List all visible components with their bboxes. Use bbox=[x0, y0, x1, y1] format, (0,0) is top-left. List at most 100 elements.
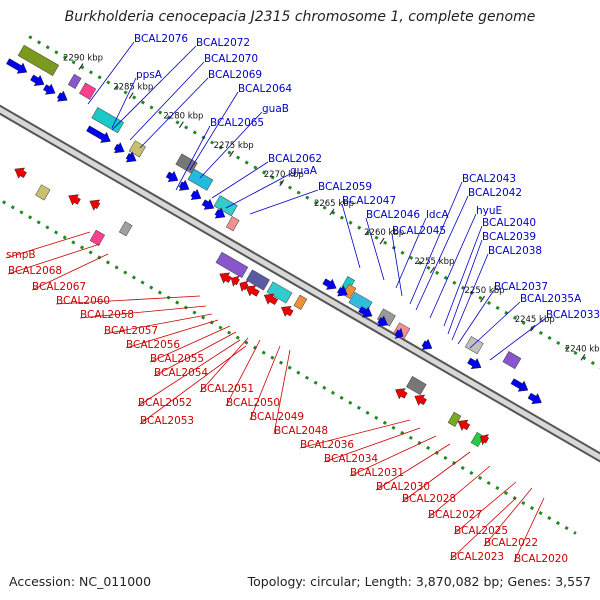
forward-gene-label: hyuE bbox=[476, 205, 502, 217]
label-leader-line bbox=[375, 443, 451, 491]
feature-block bbox=[447, 411, 462, 427]
reverse-gene-arrow bbox=[414, 394, 427, 406]
forward-gene-arrow bbox=[178, 179, 190, 191]
forward-gene-label: BCAL2076 bbox=[134, 33, 188, 45]
feature-block bbox=[175, 153, 198, 174]
tick-label: 2265 kbp bbox=[314, 199, 354, 209]
forward-gene-arrow bbox=[165, 170, 179, 182]
tick-mark bbox=[329, 208, 335, 216]
tick-mark bbox=[580, 353, 586, 361]
feature-block bbox=[128, 140, 146, 158]
forward-gene-arrow bbox=[394, 327, 404, 339]
forward-gene-label: BCAL2037 bbox=[494, 281, 548, 293]
reverse-gene-label: BCAL2052 bbox=[138, 397, 192, 409]
label-leader-line bbox=[5, 231, 91, 259]
forward-gene-arrow bbox=[86, 125, 111, 143]
feature-block bbox=[266, 281, 293, 304]
dotted-guide-line bbox=[28, 35, 600, 369]
tick-mark bbox=[78, 63, 84, 70]
label-leader-line bbox=[415, 195, 469, 311]
tick-mark bbox=[480, 295, 486, 303]
reverse-gene-label: BCAL2022 bbox=[484, 537, 538, 549]
tick-mark bbox=[379, 237, 385, 245]
chromosome-backbone bbox=[0, 104, 600, 463]
label-leader-line bbox=[349, 435, 437, 477]
reverse-gene-arrow bbox=[219, 272, 232, 284]
forward-gene-arrow bbox=[125, 151, 137, 163]
label-leader-line bbox=[365, 217, 385, 281]
label-leader-line bbox=[409, 181, 463, 305]
map-title: Burkholderia cenocepacia J2315 chromosom… bbox=[64, 9, 536, 25]
forward-gene-arrow bbox=[43, 83, 56, 95]
feature-block bbox=[502, 351, 522, 370]
label-leader-line bbox=[79, 305, 207, 319]
forward-gene-arrow bbox=[201, 198, 215, 210]
forward-gene-arrow bbox=[322, 278, 337, 290]
tick-label: 2255 kbp bbox=[414, 257, 454, 267]
label-leader-line bbox=[395, 217, 427, 289]
reverse-gene-label: BCAL2027 bbox=[428, 509, 482, 521]
reverse-gene-arrow bbox=[281, 305, 294, 318]
feature-block bbox=[348, 291, 373, 313]
feature-block bbox=[293, 294, 308, 310]
label-leader-line bbox=[401, 451, 471, 503]
label-leader-line bbox=[139, 77, 209, 149]
tick-label: 2280 kbp bbox=[163, 112, 203, 122]
topology-text: Topology: circular; Length: 3,870,082 bp… bbox=[247, 574, 591, 589]
label-leader-line bbox=[341, 203, 361, 269]
forward-gene-arrow bbox=[214, 207, 226, 219]
tick-label: 2275 kbp bbox=[214, 141, 254, 151]
tick-mark bbox=[178, 121, 184, 129]
label-leader-line bbox=[129, 61, 205, 141]
tick-mark bbox=[229, 150, 235, 158]
dotted-guides bbox=[0, 35, 600, 535]
forward-gene-arrow bbox=[113, 142, 125, 154]
feature-block bbox=[215, 251, 249, 278]
reverse-gene-label: BCAL2031 bbox=[350, 467, 404, 479]
tick-label: 2270 kbp bbox=[264, 170, 304, 180]
label-leader-line bbox=[87, 41, 135, 105]
label-leader-line bbox=[483, 487, 533, 547]
feature-block bbox=[225, 216, 240, 232]
label-leader-line bbox=[273, 349, 291, 435]
label-leader-line bbox=[513, 497, 545, 563]
feature-block bbox=[406, 376, 427, 396]
reverse-gene-arrow bbox=[457, 419, 471, 431]
forward-gene-label: BCAL2065 bbox=[210, 117, 264, 129]
feature-block bbox=[118, 221, 133, 237]
forward-gene-label: BCAL2047 bbox=[342, 195, 396, 207]
forward-gene-arrow bbox=[377, 315, 389, 327]
reverse-gene-arrow bbox=[239, 280, 249, 293]
reverse-gene-label: BCAL2050 bbox=[226, 397, 280, 409]
forward-gene-label: BCAL2072 bbox=[196, 37, 250, 49]
reverse-gene-label: BCAL2056 bbox=[126, 339, 180, 351]
accession-text: Accession: NC_011000 bbox=[9, 574, 152, 589]
forward-gene-arrow bbox=[30, 74, 45, 86]
label-leader-line bbox=[225, 173, 291, 209]
forward-gene-arrow bbox=[336, 285, 348, 297]
tick-label: 2250 kbp bbox=[465, 286, 505, 296]
label-leader-line bbox=[249, 189, 319, 215]
reverse-gene-label: BCAL2036 bbox=[300, 439, 354, 451]
label-leader-line bbox=[103, 313, 213, 335]
label-leader-line bbox=[211, 161, 269, 199]
reverse-gene-label: BCAL2030 bbox=[376, 481, 430, 493]
label-leader-line bbox=[299, 419, 411, 449]
label-leader-line bbox=[153, 331, 237, 377]
label-leader-line bbox=[451, 253, 489, 341]
label-leader-line bbox=[125, 319, 219, 349]
label-leader-line bbox=[7, 243, 101, 275]
feature-block bbox=[213, 195, 238, 217]
feature-block bbox=[35, 184, 51, 201]
forward-gene-arrow bbox=[527, 392, 542, 405]
gene-arrows bbox=[6, 58, 542, 446]
label-leader-line bbox=[427, 465, 491, 519]
reverse-gene-label: BCAL2048 bbox=[274, 425, 328, 437]
feature-block bbox=[79, 82, 97, 100]
reverse-gene-arrow bbox=[263, 293, 279, 305]
label-leader-line bbox=[447, 239, 483, 335]
forward-gene-label: ldcA bbox=[426, 209, 449, 221]
reverse-gene-label: BCAL2067 bbox=[32, 281, 86, 293]
